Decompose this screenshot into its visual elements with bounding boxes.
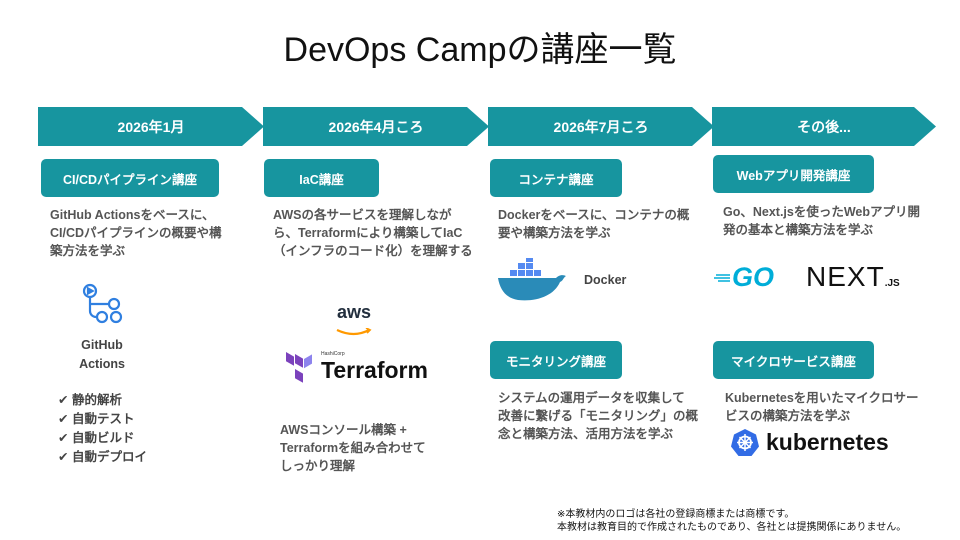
page-title: DevOps Campの講座一覧 [283, 31, 677, 69]
nextjs-logo: NEXT.JS [806, 261, 900, 292]
terraform-icon [286, 351, 312, 383]
course-cicd: CI/CDパイプライン講座 [41, 159, 219, 197]
container-description: Dockerをベースに、コンテナの概要や構築方法を学ぶ [498, 208, 690, 240]
cicd-checklist: ✔ 静的解析 ✔ 自動テスト ✔ 自動ビルド ✔ 自動デプロイ [58, 391, 147, 467]
check-item: ✔ 自動デプロイ [58, 450, 147, 464]
check-item: ✔ 静的解析 [58, 393, 122, 407]
aws-logo: aws [332, 302, 376, 341]
course-webapp: Webアプリ開発講座 [713, 155, 874, 193]
timeline-2026-jan: 2026年1月 [38, 107, 264, 146]
footnote: ※本教材内のロゴは各社の登録商標または商標です。本教材は教育目的で作成されたもの… [557, 509, 907, 533]
course-microservices: マイクロサービス講座 [713, 341, 874, 379]
cicd-description: GitHub Actionsをベースに、CI/CDパイプラインの概要や構築方法を… [50, 208, 222, 258]
github-actions-icon [80, 282, 126, 329]
docker-label: Docker [584, 273, 627, 287]
iac-description: AWSの各サービスを理解しながら、Terraformにより構築してIaC（インフ… [273, 208, 473, 258]
kubernetes-icon [731, 429, 759, 456]
docker-whale-icon [496, 258, 568, 307]
timeline-later: その後... [712, 107, 936, 146]
webapp-description: Go、Next.jsを使ったWebアプリ開発の基本と構築方法を学ぶ [723, 205, 921, 237]
timeline-2026-jul: 2026年7月ころ [488, 107, 714, 146]
go-logo: GO [714, 262, 774, 293]
kubernetes-logo: kubernetes [731, 428, 889, 456]
course-container: コンテナ講座 [490, 159, 622, 197]
timeline-2026-apr: 2026年4月ころ [263, 107, 489, 146]
microservices-description: Kubernetesを用いたマイクロサービスの構築方法を学ぶ [725, 391, 919, 423]
course-monitoring: モニタリング講座 [490, 341, 622, 379]
monitoring-description: システムの運用データを収集して改善に繋げる「モニタリング」の概念と構築方法、活用… [498, 391, 699, 441]
iac-note: AWSコンソール構築 +Terraformを組み合わせてしっかり理解 [280, 423, 426, 473]
check-item: ✔ 自動ビルド [58, 431, 135, 445]
course-iac: IaC講座 [264, 159, 379, 197]
terraform-logo: HashiCorp Terraform [285, 351, 428, 384]
check-item: ✔ 自動テスト [58, 412, 135, 426]
